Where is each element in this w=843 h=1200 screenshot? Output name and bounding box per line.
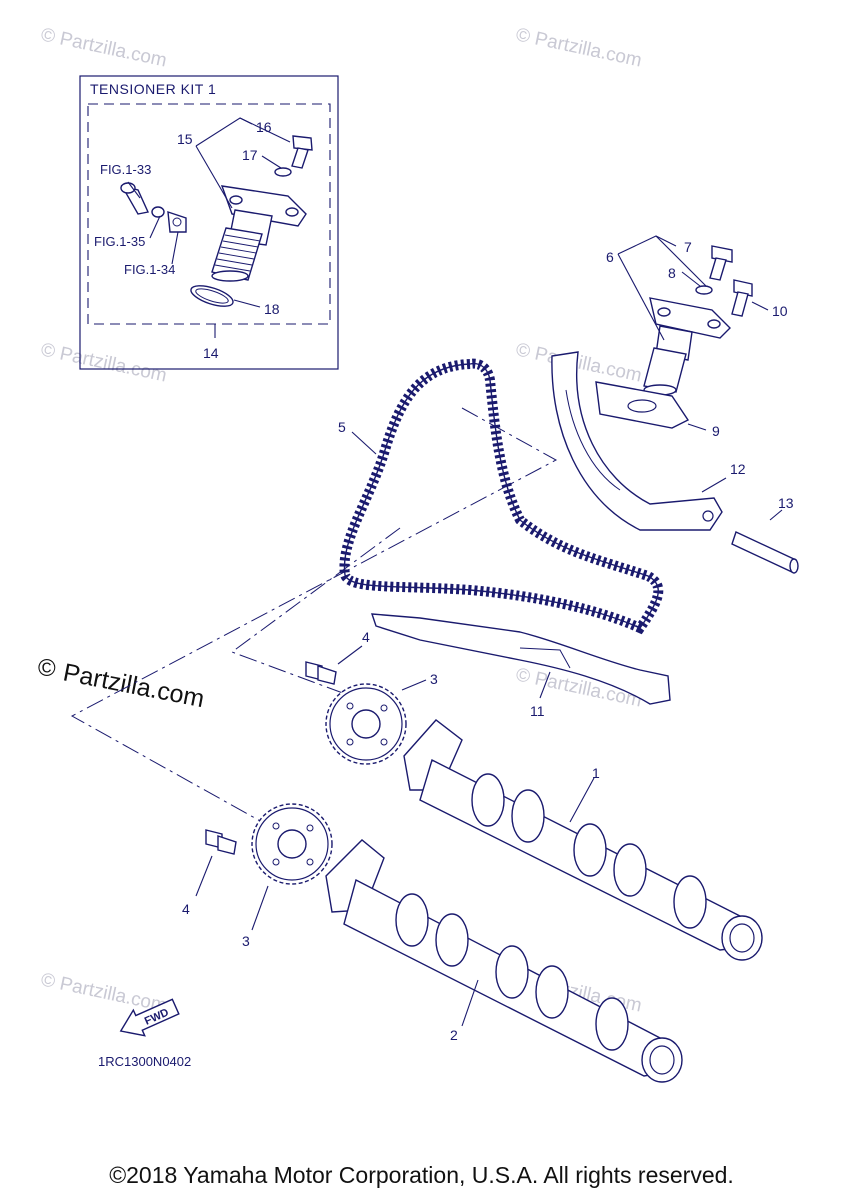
bolt-4-lower	[205, 829, 237, 855]
copyright-symbol: ©	[38, 655, 56, 682]
watermark: © Partzilla.com	[39, 24, 169, 71]
bolt-16	[291, 135, 313, 169]
bolt-4-upper	[305, 661, 337, 685]
callout-1: 1	[592, 765, 600, 781]
callout-10: 10	[772, 303, 788, 319]
callout-6: 6	[606, 249, 614, 265]
callout-13: 13	[778, 495, 794, 511]
watermark: © Partzilla.com	[514, 339, 644, 386]
cam-chain-tensioner	[643, 297, 731, 396]
chain-guide-11	[371, 613, 671, 705]
callout-7: 7	[684, 239, 692, 255]
o-ring-18	[190, 285, 234, 307]
callout-12: 12	[730, 461, 746, 477]
kit-title: TENSIONER KIT 1	[90, 81, 216, 97]
watermark: © Partzilla.com	[514, 24, 644, 71]
callout-2: 2	[450, 1027, 458, 1043]
callout-4-lower: 4	[182, 901, 190, 917]
callout-5: 5	[338, 419, 346, 435]
washer-17	[274, 167, 292, 177]
bolt-7	[709, 245, 733, 281]
pin-13	[731, 531, 797, 573]
gasket-9	[595, 381, 690, 429]
kit-outline	[79, 75, 339, 370]
cam-chain-tensioner-kit	[211, 185, 307, 282]
callout-3-upper: 3	[430, 671, 438, 687]
fig-ref-1-33: FIG.1-33	[100, 162, 151, 177]
cam-sprocket-lower	[251, 803, 333, 885]
callout-15: 15	[177, 131, 193, 147]
alignment-line	[230, 527, 401, 713]
fig-parts	[120, 182, 187, 233]
bolt-10	[731, 279, 753, 317]
tensioner-kit-box: TENSIONER KIT 1 14	[79, 75, 339, 370]
camshaft-2	[325, 839, 683, 1083]
fig-ref-1-34: FIG.1-34	[124, 262, 175, 277]
callout-3-lower: 3	[242, 933, 250, 949]
callout-11: 11	[530, 703, 545, 719]
large-watermark: © Partzilla.com	[38, 655, 207, 713]
callout-9: 9	[712, 423, 720, 439]
fig-ref-1-35: FIG.1-35	[94, 234, 145, 249]
alignment-line	[70, 407, 558, 823]
watermark: © Partzilla.com	[39, 339, 169, 386]
callout-8: 8	[668, 265, 676, 281]
callout-4-upper: 4	[362, 629, 370, 645]
cam-chain-5	[339, 358, 664, 635]
washer-8	[695, 285, 713, 295]
watermark-large-text: Partzilla.com	[61, 658, 207, 713]
callout-17: 17	[242, 147, 258, 163]
cam-sprocket-upper	[325, 683, 407, 765]
copyright-footer: ©2018 Yamaha Motor Corporation, U.S.A. A…	[109, 1162, 734, 1188]
kit-dashed-boundary	[87, 103, 331, 325]
callout-18: 18	[264, 301, 280, 317]
camshaft-1	[403, 719, 763, 961]
callout-16: 16	[256, 119, 272, 135]
chain-guide-12	[551, 351, 723, 531]
drawing-code: 1RC1300N0402	[98, 1054, 191, 1069]
callout-14: 14	[203, 345, 219, 361]
